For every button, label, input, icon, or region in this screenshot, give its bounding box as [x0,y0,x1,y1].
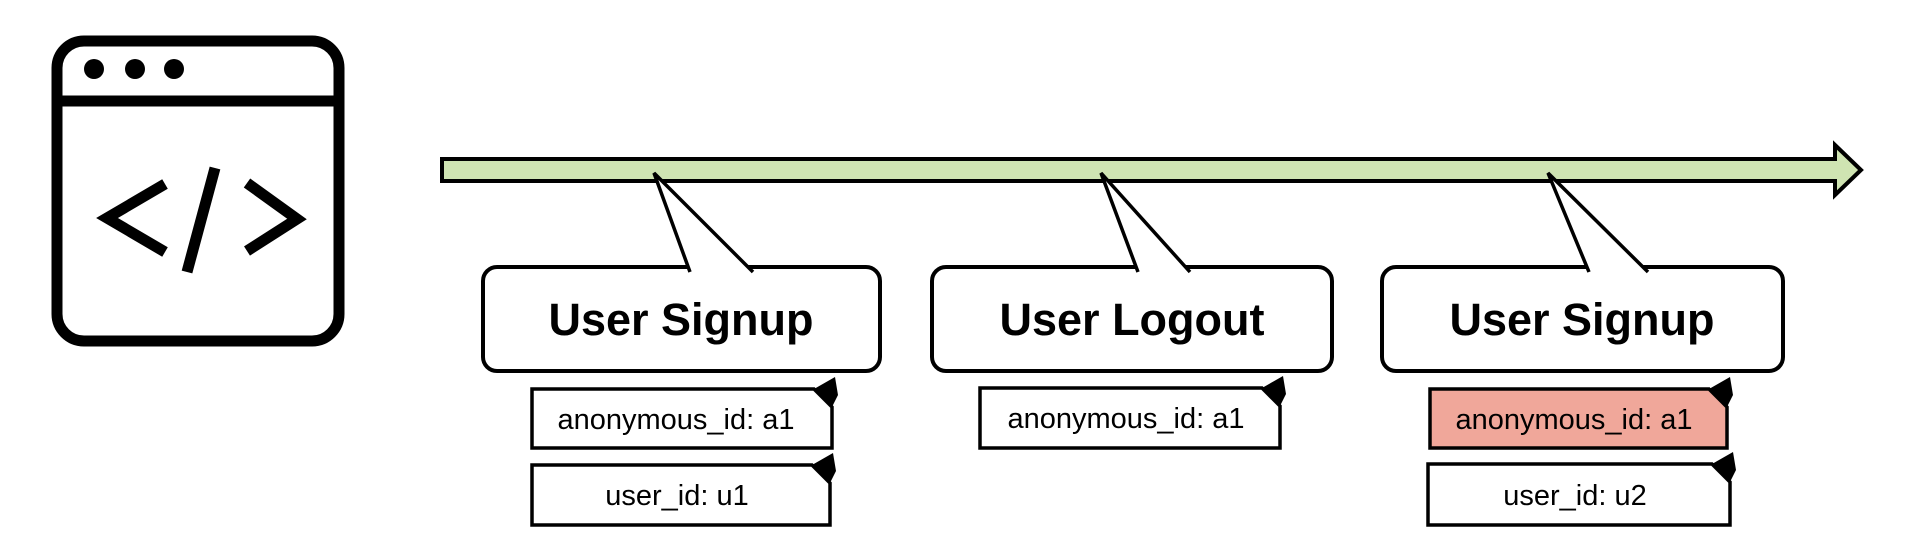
note-user-id-1: user_id: u1 [530,453,836,527]
note-text: anonymous_id: a1 [1456,404,1693,436]
code-window-icon [51,35,345,347]
event-callout-3: User Signup [1380,171,1785,373]
note-fold-icon [1709,377,1733,407]
note-text: user_id: u1 [605,480,749,512]
browser-dot [125,59,145,79]
code-right-chevron [243,178,307,256]
event-box [1380,265,1785,373]
callout-pointer [1546,171,1650,274]
event-callout-1: User Signup [481,171,882,373]
note-shape [530,463,832,527]
code-icon [96,166,307,274]
browser-window-frame [51,35,345,347]
note-text: anonymous_id: a1 [1008,403,1245,435]
browser-dot [84,59,104,79]
event-box [481,265,882,373]
note-fold-icon [1262,376,1286,406]
browser-dot [164,59,184,79]
note-text: user_id: u2 [1503,480,1647,512]
note-anonymous-id-2: anonymous_id: a1 [978,376,1286,450]
event-title: User Signup [548,294,813,345]
note-fold-icon [1712,452,1736,482]
note-text: anonymous_id: a1 [558,404,795,436]
note-fold-icon [814,377,838,407]
callout-pointer [652,171,755,274]
note-shape [978,386,1282,450]
note-shape [530,387,834,450]
event-callout-2: User Logout [930,171,1334,373]
note-fold-icon [812,453,836,483]
event-title: User Logout [1000,294,1265,345]
timeline-arrow [440,140,1864,200]
note-shape [1426,462,1732,527]
note-shape-highlighted [1428,387,1729,450]
callout-pointer [1099,171,1192,274]
note-anonymous-id-3-highlighted: anonymous_id: a1 [1428,377,1733,450]
code-slash [181,166,221,274]
note-anonymous-id-1: anonymous_id: a1 [530,377,838,450]
browser-dots-icon [84,59,184,79]
code-left-chevron [96,179,168,257]
event-box [930,265,1334,373]
note-user-id-3: user_id: u2 [1426,452,1736,527]
event-title: User Signup [1449,294,1714,345]
